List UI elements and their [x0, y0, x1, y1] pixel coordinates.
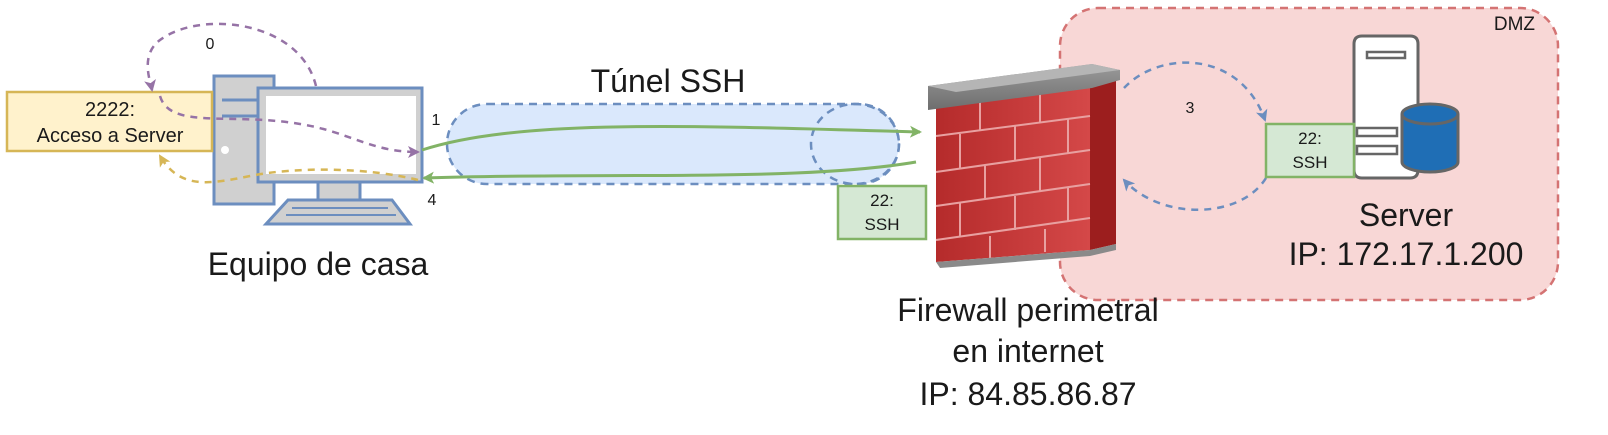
- step-4-label: 4: [428, 192, 437, 209]
- home-port-box: 2222: Acceso a Server: [5, 90, 214, 153]
- server-port-desc: SSH: [1293, 153, 1328, 172]
- home-port-desc: Acceso a Server: [37, 125, 184, 147]
- step-0-arrow: [144, 22, 318, 92]
- step-4-arrow: [422, 160, 917, 184]
- firewall-port-box: 22: SSH: [836, 184, 928, 241]
- server-port-number: 22:: [1298, 129, 1322, 148]
- step-3-arrow: [1123, 61, 1268, 122]
- step-0-label: 0: [206, 36, 215, 53]
- ssh-tunnel: Túnel SSH: [445, 63, 901, 186]
- tunnel-end-cap: [809, 102, 901, 186]
- firewall-port-desc: SSH: [865, 215, 900, 234]
- firewall-label-line1: Firewall perimetral: [897, 292, 1158, 328]
- step-1-arrow: [421, 124, 922, 152]
- firewall-ip: IP: 84.85.86.87: [919, 376, 1136, 412]
- firewall-port-number: 22:: [870, 191, 894, 210]
- firewall-icon: [928, 64, 1120, 268]
- home-computer-icon: [212, 74, 424, 226]
- database-icon: [1400, 102, 1460, 174]
- dmz-label: DMZ: [1494, 14, 1536, 35]
- server-ip: IP: 172.17.1.200: [1289, 236, 1524, 272]
- home-port-number: 2222:: [85, 99, 135, 121]
- step-3-label: 3: [1186, 100, 1195, 117]
- server-return-arrow: [1122, 177, 1268, 211]
- home-computer-label: Equipo de casa: [208, 246, 429, 282]
- step-1-label: 1: [432, 112, 441, 129]
- server-label: Server: [1359, 197, 1454, 233]
- server-port-box: 22: SSH: [1264, 122, 1356, 179]
- purple-forward-arrow: [158, 95, 420, 158]
- yellow-return-arrow: [158, 154, 419, 184]
- firewall-label-line2: en internet: [952, 333, 1103, 369]
- tunnel-label: Túnel SSH: [591, 63, 746, 99]
